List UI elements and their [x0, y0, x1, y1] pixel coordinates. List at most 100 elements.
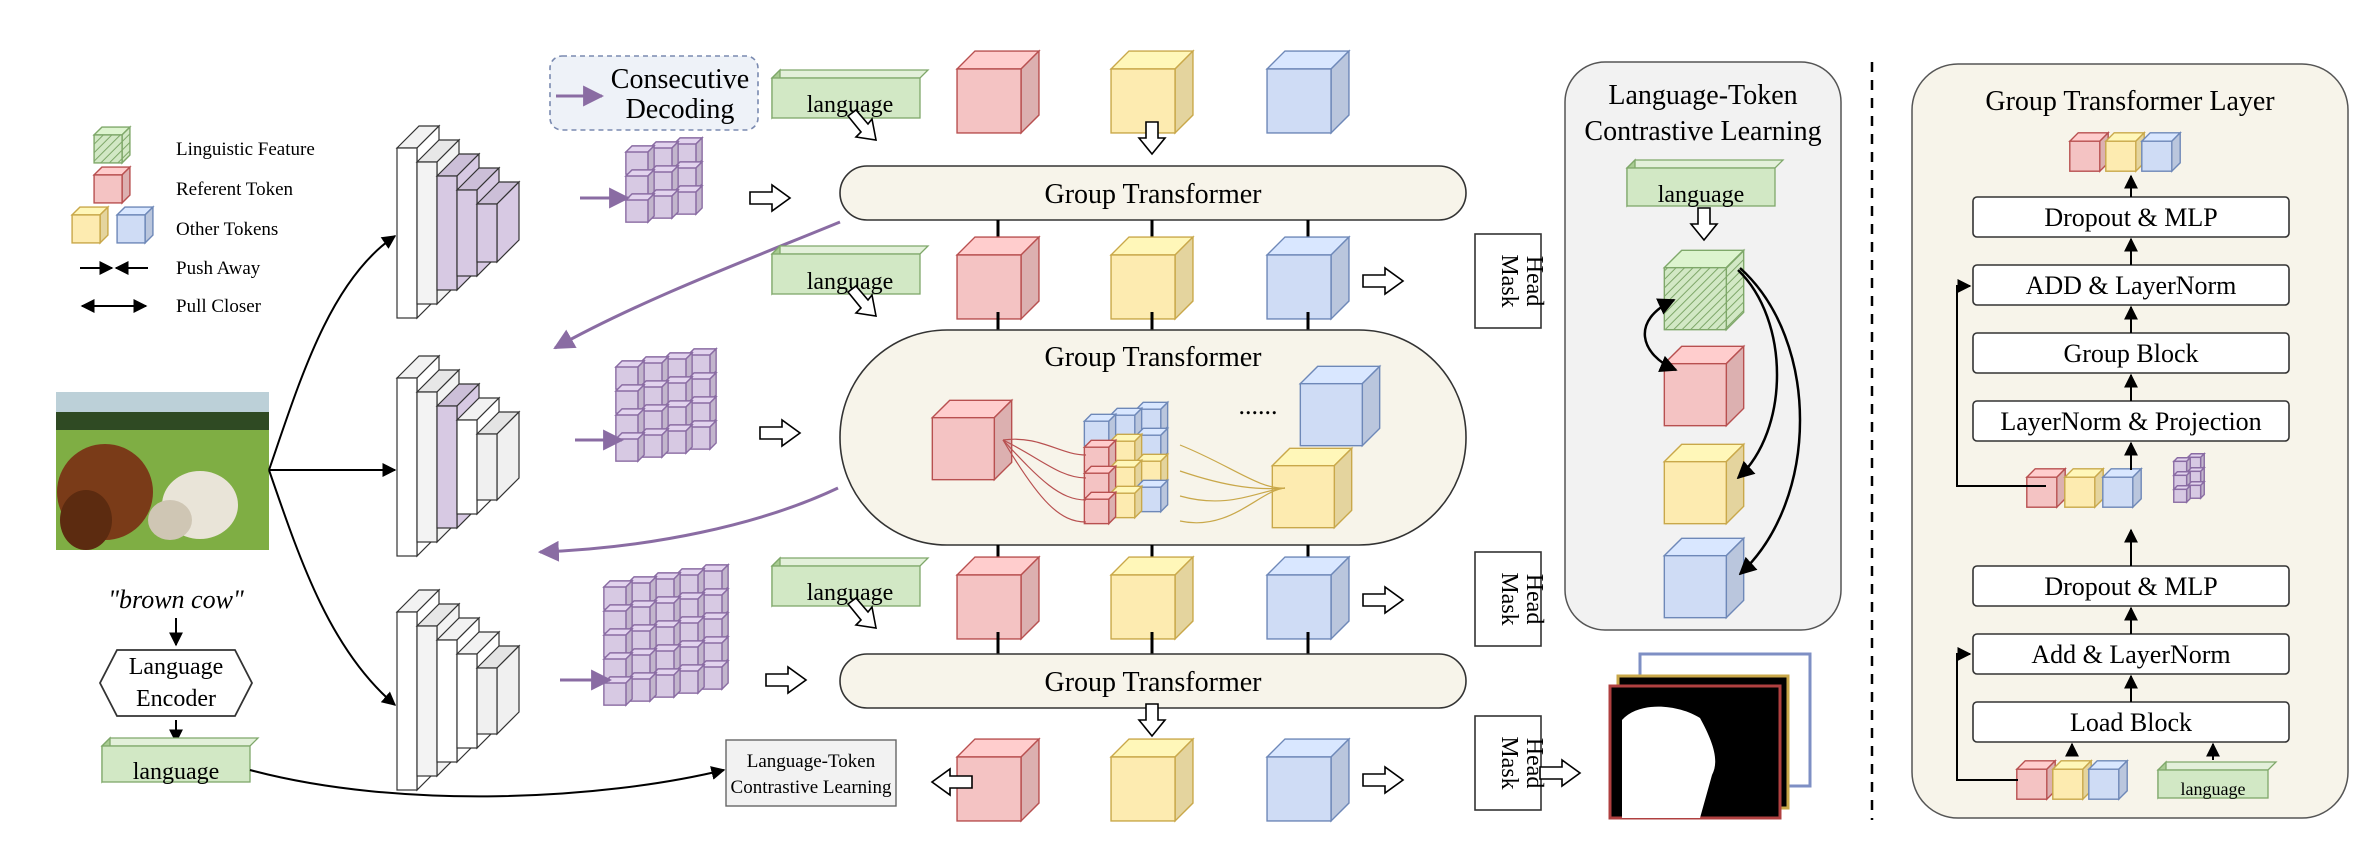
- feature-grid-cell: [624, 192, 656, 224]
- language-encoder-line2: Encoder: [136, 686, 216, 712]
- hollow-arrow-panel: [1689, 207, 1719, 242]
- feature-grid-cell: [614, 431, 646, 463]
- mask-head-1-line1: Mask: [1496, 254, 1522, 307]
- hollow-arrow-1: [749, 183, 792, 213]
- consecutive-decoding-line2: Decoding: [626, 94, 735, 125]
- legend-linguistic-feature-icon: [92, 125, 132, 165]
- layer-block-dropout-mlp: Dropout & MLP: [1972, 565, 2290, 607]
- feature-grid-cell: [698, 635, 730, 667]
- attention-line-other: [1179, 470, 1286, 490]
- layer-panel-title: Group Transformer Layer: [1985, 86, 2275, 117]
- feature-grid-cell: [2172, 470, 2192, 490]
- group-transformer-3-label: Group Transformer: [1045, 667, 1263, 698]
- layer-input-token-blue: [2087, 759, 2129, 801]
- layer-block-label: Load Block: [2070, 708, 2192, 737]
- feature-grid-cell: [638, 403, 670, 435]
- layer-language-label: language: [2181, 779, 2246, 799]
- referent-token-expanded: [930, 398, 1014, 482]
- feature-grid-cell: [698, 587, 730, 619]
- legend-other-token-yellow-icon: [70, 205, 110, 245]
- language-feature-input: [100, 736, 260, 784]
- attention-line-referent: [1002, 439, 1087, 501]
- legend-referent-token-icon: [92, 165, 132, 205]
- language-tag-lower: [770, 556, 930, 608]
- language-encoder-line1: Language: [129, 654, 224, 680]
- other-token-yellow-row2: [1109, 235, 1195, 321]
- ellipsis-text: ......: [1239, 391, 1278, 420]
- contrastive-learning-box: Language-Token Contrastive Learning: [725, 739, 897, 807]
- consecutive-decoding-box: Consecutive Decoding: [549, 55, 759, 131]
- attention-line-other: [1179, 444, 1286, 489]
- legend-linguistic-feature-label: Linguistic Feature: [176, 139, 315, 160]
- feature-grid-cell: [2172, 484, 2192, 504]
- language-tag-top: [770, 68, 930, 120]
- layer-mid-token-blue: [2101, 467, 2143, 509]
- feature-grid-cell: [674, 663, 706, 695]
- hollow-arrow-lang-mid: [846, 284, 877, 317]
- layer-block-label: Group Block: [2063, 339, 2198, 368]
- layer-mid-token-red: [2025, 467, 2067, 509]
- contrastive-box-line1: Language-Token: [747, 751, 876, 772]
- feature-grid-cell: [674, 615, 706, 647]
- language-encoder: Language Encoder: [98, 649, 254, 717]
- group-transformer-1-label: Group Transformer: [1045, 179, 1263, 210]
- attention-lines: [1002, 438, 1286, 524]
- language-tag-mid: [770, 244, 930, 296]
- feature-grid-cell: [650, 571, 682, 603]
- layer-input-token-red: [2015, 759, 2057, 801]
- layer-block-add-layernorm: Add & LayerNorm: [1972, 633, 2290, 675]
- other-token-yellow-bottom: [1109, 737, 1195, 823]
- layer-block-layernorm-projection: LayerNorm & Projection: [1972, 400, 2290, 442]
- other-token-blue-row3: [1265, 555, 1351, 641]
- layer-block-label: LayerNorm & Projection: [2000, 407, 2261, 436]
- referent-token-top: [955, 49, 1041, 135]
- contrastive-panel-language-label: language: [1658, 182, 1745, 208]
- mask-head-1-line2: Head: [1521, 256, 1547, 307]
- mask-head-2: Mask Head: [1474, 551, 1547, 647]
- mask-head-3: Mask Head: [1474, 715, 1547, 811]
- token-group-grid: [1082, 400, 1170, 526]
- linguistic-feature-cube: [1662, 248, 1746, 332]
- hollow-arrow-mask-2: [1362, 585, 1405, 615]
- mask-head-3-line2: Head: [1521, 738, 1547, 789]
- feature-grid-cell: [674, 639, 706, 671]
- layer-block-dropout-mlp: Dropout & MLP: [1972, 196, 2290, 238]
- attention-line-referent: [1002, 438, 1087, 456]
- hollow-arrow-token-bottom: [1137, 703, 1167, 738]
- panel-other-token-yellow: [1662, 442, 1746, 526]
- feature-grid-cell: [672, 184, 704, 216]
- legend-push-away-label: Push Away: [176, 258, 261, 279]
- layer-block-label: Add & LayerNorm: [2031, 640, 2230, 669]
- feature-grid-cell: [626, 599, 658, 631]
- language-feature-input-label: language: [133, 759, 220, 785]
- feature-grid-cell: [614, 359, 646, 391]
- layer-output-token-blue: [2140, 131, 2182, 173]
- feature-grid-cell: [626, 575, 658, 607]
- hollow-arrow-lang-lower: [846, 596, 877, 629]
- feature-grid-cell: [662, 399, 694, 431]
- feature-map-layer: [475, 410, 521, 502]
- layer-language-tag: [2156, 760, 2278, 800]
- feature-grid-cell: [2186, 480, 2206, 500]
- consecutive-decoding-line1: Consecutive: [611, 64, 749, 95]
- contrastive-panel-title-line2: Contrastive Learning: [1584, 116, 1821, 147]
- feature-grid-cell: [686, 371, 718, 403]
- contrastive-box-line2: Contrastive Learning: [731, 777, 892, 798]
- layer-block-label: Dropout & MLP: [2044, 572, 2217, 601]
- feature-grid-cell: [602, 579, 634, 611]
- hollow-arrow-token-top: [1137, 121, 1167, 156]
- mask-head-1: Mask Head: [1474, 233, 1547, 329]
- mask-head-2-line2: Head: [1521, 574, 1547, 625]
- contrastive-panel-language-tag: [1625, 158, 1785, 208]
- other-token-yellow-top: [1109, 49, 1195, 135]
- referent-token-bottom: [955, 737, 1041, 823]
- feature-grid-cell: [648, 188, 680, 220]
- feature-grid-cell: [626, 623, 658, 655]
- feature-grid-small: [624, 136, 704, 224]
- feature-grid-cell: [648, 140, 680, 172]
- group-transformer-2-label: Group Transformer: [1045, 342, 1263, 373]
- layer-block-add-layernorm: ADD & LayerNorm: [1972, 264, 2290, 306]
- feature-grid-cell: [686, 419, 718, 451]
- feature-grid-cell: [2186, 466, 2206, 486]
- feature-grid-cell: [686, 347, 718, 379]
